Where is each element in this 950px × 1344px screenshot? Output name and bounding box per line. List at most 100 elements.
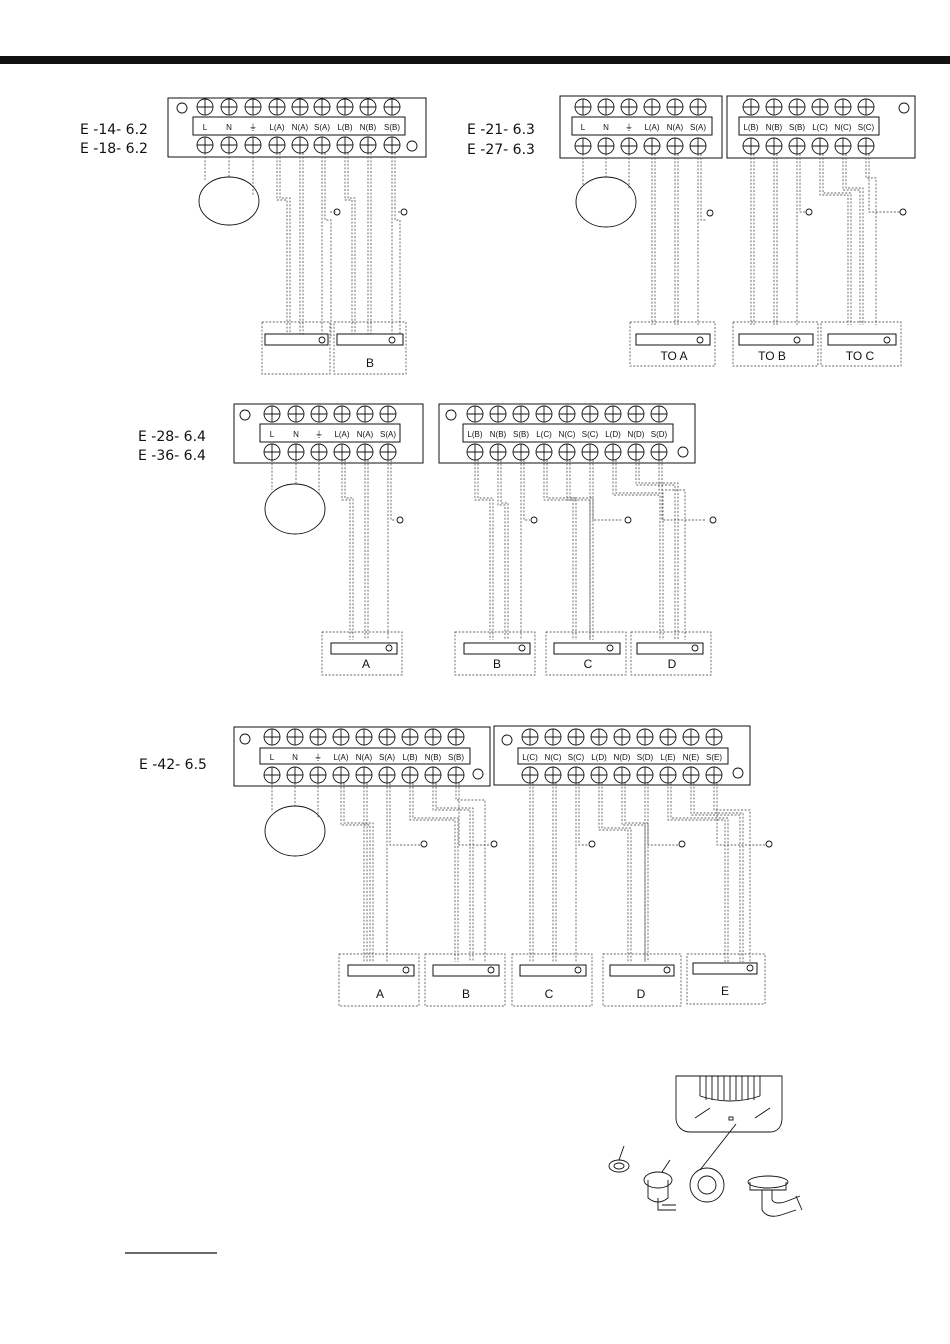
terminal-label: S(D) xyxy=(651,430,668,439)
screw-row-top xyxy=(196,98,401,116)
destination-label: D xyxy=(668,657,677,671)
diagram-1: E -14- 6.2 E -18- 6.2 xyxy=(80,97,427,375)
terminal-label: L(A) xyxy=(334,430,349,439)
destination-label: C xyxy=(584,657,593,671)
terminal-label: S(A) xyxy=(380,430,396,439)
drain-joint-icon xyxy=(643,1159,676,1211)
wires xyxy=(651,154,900,325)
terminal-block-4a: L N ⏚ L(A) N(A) S(A) L(B) N(B) S(B) xyxy=(233,726,491,787)
terminal-label: S(A) xyxy=(690,123,706,132)
terminal-label: N(A) xyxy=(292,123,309,132)
terminal-label: L xyxy=(270,430,275,439)
power-supply-oval xyxy=(264,805,326,857)
destination-box: A xyxy=(321,631,403,676)
terminal-label: N xyxy=(292,753,298,762)
destination-label: D xyxy=(637,987,646,1001)
destination-label: C xyxy=(545,987,554,1001)
terminal-label: L xyxy=(581,123,586,132)
destination-box: TO C xyxy=(820,321,902,367)
terminal-label: N(D) xyxy=(628,430,645,439)
power-supply-oval xyxy=(575,176,637,228)
destination-box: D xyxy=(630,631,712,676)
destination-box: D xyxy=(602,953,682,1007)
diagram-2: E -21- 6.3 E -27- 6.3 L N ⏚ L(A) N(A) S(… xyxy=(467,95,916,367)
terminal-label: L(B) xyxy=(467,430,482,439)
terminal-label: N(B) xyxy=(425,753,442,762)
terminal-label: N xyxy=(226,123,232,132)
washer-icon xyxy=(608,1145,630,1173)
terminal-label: S(B) xyxy=(384,123,400,132)
destination-box: B xyxy=(333,321,407,375)
terminal-label: L(B) xyxy=(402,753,417,762)
destination-label: TO C xyxy=(846,349,875,363)
terminal-label: ⏚ xyxy=(249,123,257,132)
terminal-label: ⏚ xyxy=(314,753,322,762)
model-label-4a: E -42- 6.5 xyxy=(139,757,207,773)
terminal-label: N(A) xyxy=(357,430,374,439)
model-label-1a: E -14- 6.2 xyxy=(80,122,148,138)
model-label-2a: E -21- 6.3 xyxy=(467,122,535,138)
terminal-label: L(C) xyxy=(522,753,538,762)
terminal-label: S(C) xyxy=(858,123,875,132)
terminal-label: L(D) xyxy=(591,753,607,762)
terminal-label: L(C) xyxy=(536,430,552,439)
terminal-label: N(B) xyxy=(360,123,377,132)
terminal-label: L(C) xyxy=(812,123,828,132)
terminal-label: L(A) xyxy=(333,753,348,762)
destination-box: TO B xyxy=(732,321,819,367)
diagram-3: E -28- 6.4 E -36- 6.4 L N ⏚ L(A) N(A) S(… xyxy=(138,403,717,676)
terminal-block-3a: L N ⏚ L(A) N(A) S(A) xyxy=(233,403,424,464)
terminal-label: L xyxy=(203,123,208,132)
destination-label: B xyxy=(366,356,374,370)
terminal-block-4b: L(C) N(C) S(C) L(D) N(D) S(D) L(E) N(E) … xyxy=(493,725,751,786)
terminal-label: N(A) xyxy=(356,753,373,762)
drain-joint-illustration xyxy=(608,1075,803,1217)
terminal-label: S(B) xyxy=(448,753,464,762)
terminal-label: ⏚ xyxy=(625,123,633,132)
wires xyxy=(340,783,765,962)
terminal-label: L(B) xyxy=(743,123,758,132)
terminal-label: L(A) xyxy=(269,123,284,132)
terminal-label: N(D) xyxy=(614,753,631,762)
terminal-label: ⏚ xyxy=(315,430,323,439)
terminal-label: S(B) xyxy=(513,430,529,439)
terminal-label: N xyxy=(293,430,299,439)
destination-box: B xyxy=(454,631,536,676)
destination-label: E xyxy=(721,984,729,998)
terminal-label: N(E) xyxy=(683,753,700,762)
terminal-label: N(C) xyxy=(835,123,852,132)
drain-elbow-icon xyxy=(747,1175,803,1217)
terminal-label: L xyxy=(270,753,275,762)
terminal-label: N(C) xyxy=(559,430,576,439)
terminal-label: N(A) xyxy=(667,123,684,132)
destination-box: C xyxy=(511,953,593,1007)
terminal-label: S(C) xyxy=(568,753,585,762)
terminal-label: S(B) xyxy=(789,123,805,132)
destination-box: C xyxy=(545,631,627,676)
model-label-2b: E -27- 6.3 xyxy=(467,142,535,158)
terminal-block-1: L N ⏚ L(A) N(A) S(A) L(B) N(B) S(B) xyxy=(167,97,427,158)
diagram-4: E -42- 6.5 L N ⏚ xyxy=(139,725,773,1007)
terminal-label: L(E) xyxy=(660,753,675,762)
power-supply-oval xyxy=(198,176,260,226)
terminal-block-3b: L(B) N(B) S(B) L(C) N(C) S(C) L(D) N(D) … xyxy=(438,403,696,464)
destination-box: A xyxy=(338,953,420,1007)
terminal-label: S(A) xyxy=(379,753,395,762)
destination-label: A xyxy=(362,657,370,671)
terminal-label: N(C) xyxy=(545,753,562,762)
header-bar xyxy=(0,56,950,64)
ground-screw-icon xyxy=(706,208,907,217)
power-supply-oval xyxy=(264,483,326,535)
terminal-label: N xyxy=(603,123,609,132)
terminal-block-2a: L N ⏚ L(A) N(A) S(A) xyxy=(559,95,723,159)
destination-label: TO A xyxy=(660,349,687,363)
terminal-label: L(B) xyxy=(337,123,352,132)
terminal-label: S(D) xyxy=(637,753,654,762)
terminal-label: N(B) xyxy=(490,430,507,439)
wires xyxy=(276,153,401,338)
destination-label: A xyxy=(376,987,384,1001)
model-label-3b: E -36- 6.4 xyxy=(138,448,206,464)
destination-label: B xyxy=(493,657,501,671)
terminal-label: S(C) xyxy=(582,430,599,439)
ground-screw-icon xyxy=(396,516,717,524)
